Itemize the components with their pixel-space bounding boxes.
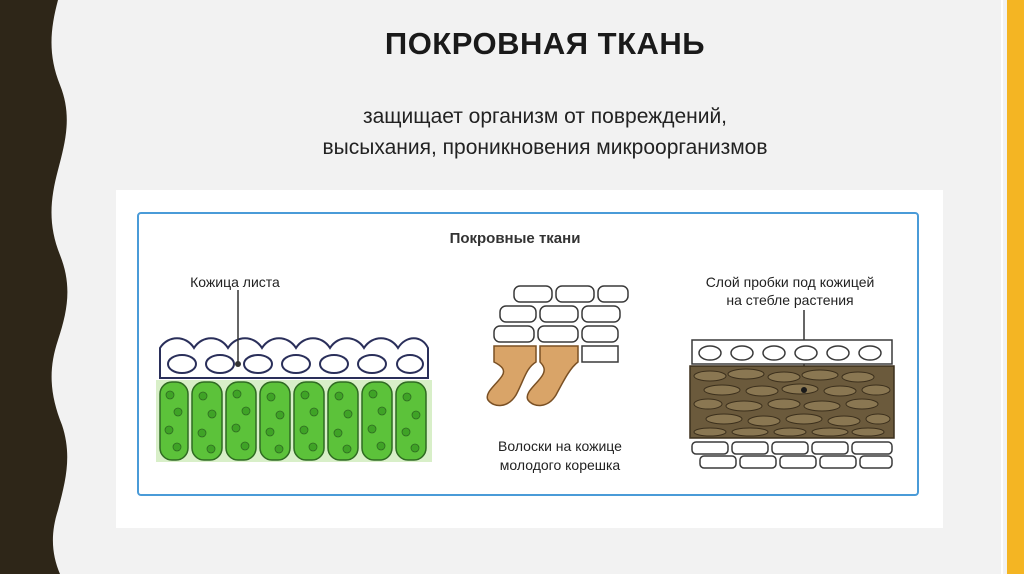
slide-title: ПОКРОВНАЯ ТКАНЬ xyxy=(130,26,960,62)
root-hairs-label-line-2: молодого корешка xyxy=(460,456,660,474)
left-decorative-edge xyxy=(0,0,80,574)
subtitle-line-1: защищает организм от повреждений, xyxy=(130,105,960,129)
leaf-epidermis-drawing xyxy=(156,290,432,462)
figure-title: Покровные ткани xyxy=(400,230,630,248)
right-rule xyxy=(1001,0,1003,574)
root-hairs-label-line-1: Волоски на кожице xyxy=(460,437,660,455)
subtitle-line-2: высыхания, проникновения микроорганизмов xyxy=(130,136,960,160)
leaf-epidermis-label: Кожица листа xyxy=(170,273,300,291)
cork-layer-drawing xyxy=(690,310,894,468)
cork-label-line-1: Слой пробки под кожицей xyxy=(670,273,910,291)
cork-label-line-2: на стебле растения xyxy=(670,291,910,309)
root-hairs-drawing xyxy=(487,286,628,405)
accent-stripe xyxy=(1007,0,1024,574)
